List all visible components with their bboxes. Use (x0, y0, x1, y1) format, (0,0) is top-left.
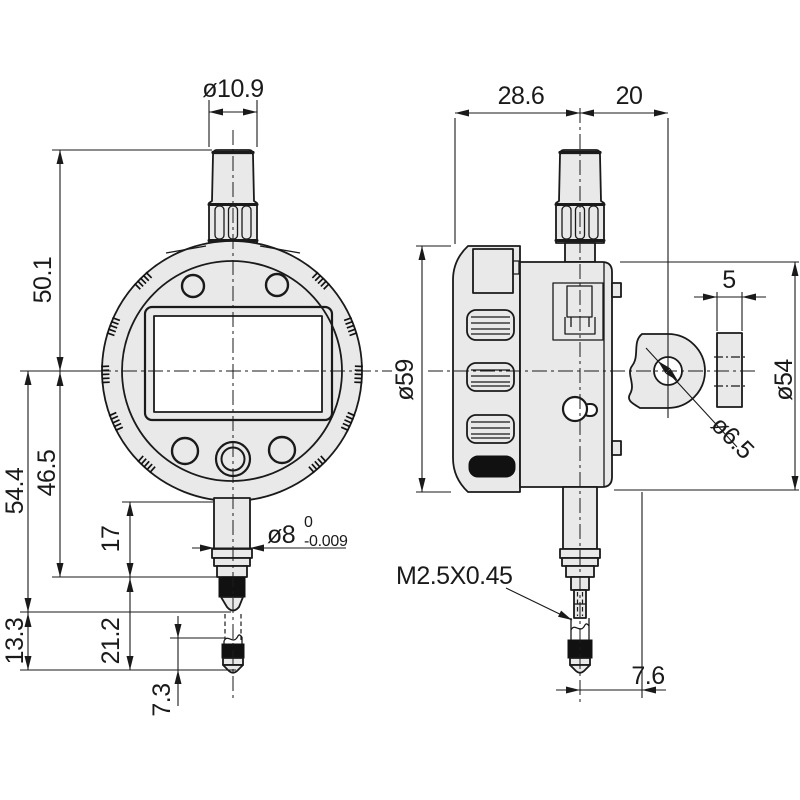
dim-label-stem-tol-upper: 0 (304, 514, 313, 531)
dim-label-knob-diameter: ø10.9 (202, 75, 263, 103)
dim-label-lower-height: 54.4 (1, 467, 29, 514)
dim-tip-offset: 7.6 (556, 492, 666, 698)
housing-keyhole (561, 395, 598, 423)
front-view (101, 149, 363, 674)
dim-lug-thickness: 5 (694, 266, 766, 331)
dim-label-body-depth: 28.6 (498, 82, 545, 110)
centerlines (96, 108, 758, 702)
side-bezel (452, 245, 521, 493)
side-view (452, 149, 745, 674)
front-spindle (211, 497, 253, 674)
dim-contact-thread: M2.5X0.45 (396, 562, 573, 621)
dim-label-contact-thread: M2.5X0.45 (396, 562, 512, 590)
dim-label-lug-hole: ø6.5 (705, 411, 759, 465)
dimensions: ø10.9 50.1 46.5 54.4 13.3 (1, 75, 799, 717)
front-screw-right (264, 272, 290, 298)
front-button-left (170, 436, 200, 466)
dim-label-lug-offset: 20 (616, 82, 643, 110)
dim-lower-height: 54.4 13.3 (1, 370, 236, 671)
dim-label-stem-diameter: ø8 (267, 521, 295, 549)
front-contact-point-rest (220, 596, 244, 612)
dim-label-lower-travel: 7.3 (148, 683, 176, 716)
front-clamp-knurl (218, 576, 246, 598)
bezel-boss (472, 248, 514, 294)
lcd-display (143, 305, 334, 422)
dim-label-upper-height: 50.1 (29, 257, 57, 304)
dim-label-center-to-collar: 46.5 (33, 450, 61, 497)
dim-label-stem-length: 17 (97, 526, 125, 553)
dim-body-depth: 28.6 20 (454, 82, 669, 418)
dim-bezel-diameter: ø59 (391, 245, 451, 493)
dim-label-housing-diameter: ø54 (770, 359, 798, 401)
bezel-grip-slots (466, 309, 516, 478)
dim-label-tip-extended: 21.2 (97, 618, 125, 665)
dim-knob-diameter: ø10.9 (202, 75, 264, 147)
front-button-right (267, 435, 297, 465)
dim-label-tip-rest: 13.3 (1, 618, 29, 665)
dim-stem-diameter: ø8 0 -0.009 (192, 514, 348, 552)
front-screw-left (180, 273, 206, 299)
dim-stem-length: 17 21.2 (52, 501, 222, 670)
side-housing (519, 261, 622, 488)
dim-upper-height: 50.1 46.5 (29, 149, 212, 577)
dim-label-tip-offset: 7.6 (631, 662, 664, 690)
rim-serrations (101, 271, 363, 475)
back-plate-tab-top (611, 282, 622, 298)
dim-label-stem-tol-lower: -0.009 (304, 533, 348, 550)
back-plate-tab-bottom (611, 440, 622, 456)
dim-lower-travel: 7.3 (148, 616, 225, 717)
dim-label-bezel-diameter: ø59 (391, 359, 419, 401)
dim-housing-diameter: ø54 (614, 261, 799, 491)
lug-plate-side (716, 332, 743, 408)
dim-label-lug-thickness: 5 (722, 266, 735, 294)
